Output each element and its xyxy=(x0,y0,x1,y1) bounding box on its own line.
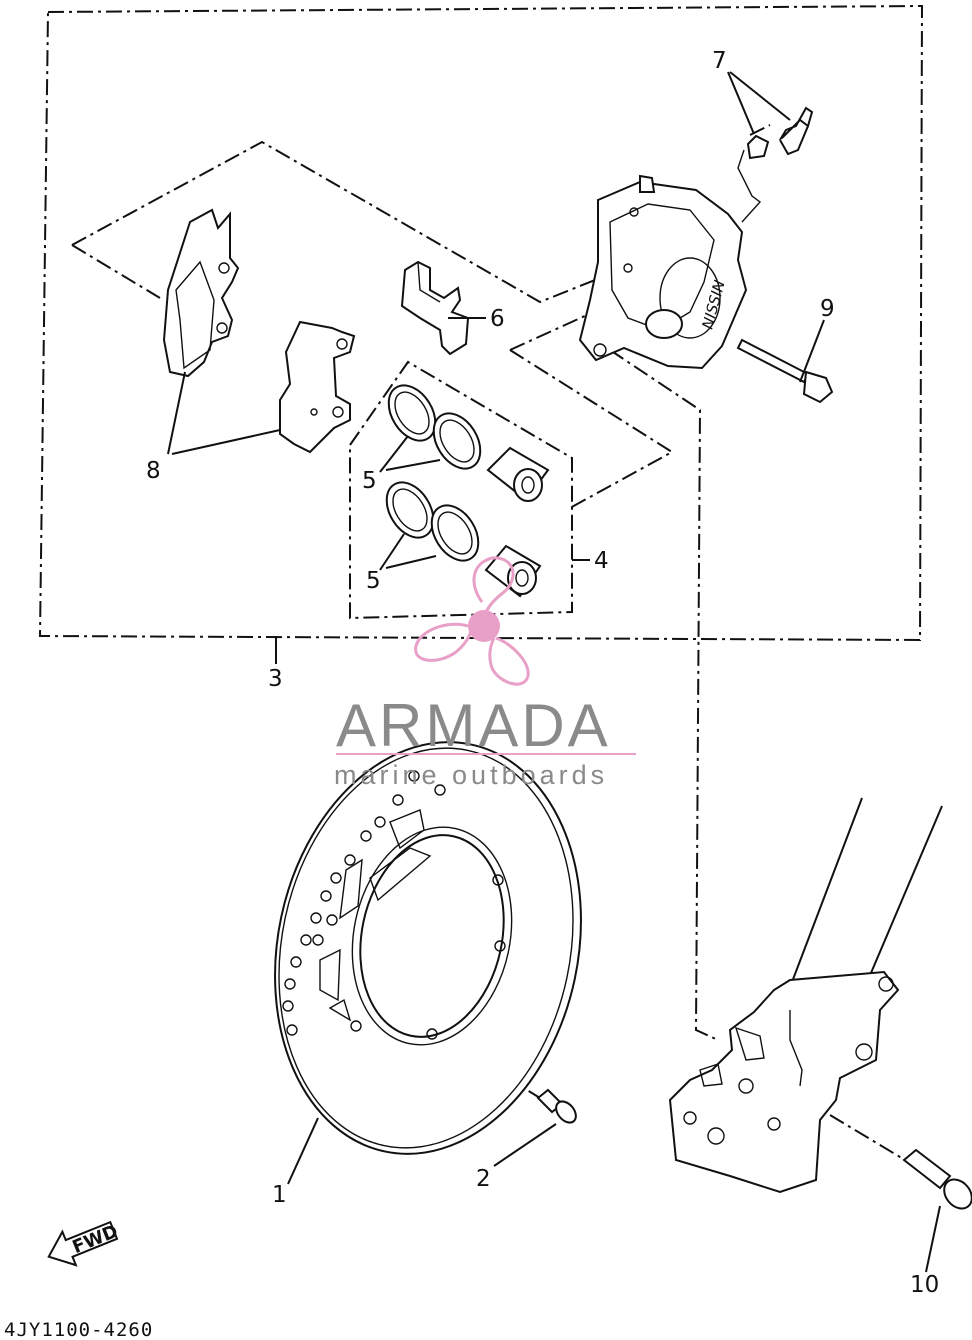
callout-5-lower: 5 xyxy=(366,568,381,594)
front-fork xyxy=(668,797,943,1194)
leader-2 xyxy=(493,1123,557,1167)
watermark-logo xyxy=(414,556,530,686)
disc-bolt xyxy=(536,1088,577,1124)
callout-10: 10 xyxy=(910,1272,939,1298)
leader-1 xyxy=(287,1117,319,1185)
piston-seals xyxy=(385,384,482,562)
fwd-label: FWD xyxy=(69,1221,121,1258)
callout-5-upper: 5 xyxy=(362,468,377,494)
leader-5-lower xyxy=(379,533,437,571)
leader-7 xyxy=(727,71,791,135)
leader-10 xyxy=(925,1205,941,1273)
callout-4: 4 xyxy=(594,548,609,574)
pistons xyxy=(484,446,550,598)
caliper-pin-bolt xyxy=(736,338,834,404)
pad-spring xyxy=(400,260,470,356)
watermark-title: ARMADA xyxy=(336,692,611,759)
diagram-code: 4JY1100-4260 xyxy=(4,1319,153,1340)
callout-6: 6 xyxy=(490,306,505,332)
brake-pad-right xyxy=(279,320,356,454)
callout-8: 8 xyxy=(146,458,161,484)
fwd-arrow-icon: FWD xyxy=(47,1220,121,1267)
assembly-frame-3 xyxy=(38,4,924,642)
callout-3: 3 xyxy=(268,666,283,692)
watermark-subtitle: marine outboards xyxy=(334,760,608,790)
leader-5-upper xyxy=(379,435,441,473)
callout-9: 9 xyxy=(820,296,835,322)
callout-7: 7 xyxy=(712,48,727,74)
bleed-screw xyxy=(737,106,814,223)
leader-8 xyxy=(167,371,281,455)
brake-pad-left xyxy=(162,208,240,378)
leader-9 xyxy=(799,319,825,383)
piston-kit-frame-4 xyxy=(349,360,573,620)
caliper-mount-bolt xyxy=(902,1148,972,1210)
callout-1: 1 xyxy=(272,1182,287,1208)
brake-disc xyxy=(274,741,582,1155)
callout-2: 2 xyxy=(476,1166,491,1192)
caliper-body: NISSIN xyxy=(578,174,748,370)
